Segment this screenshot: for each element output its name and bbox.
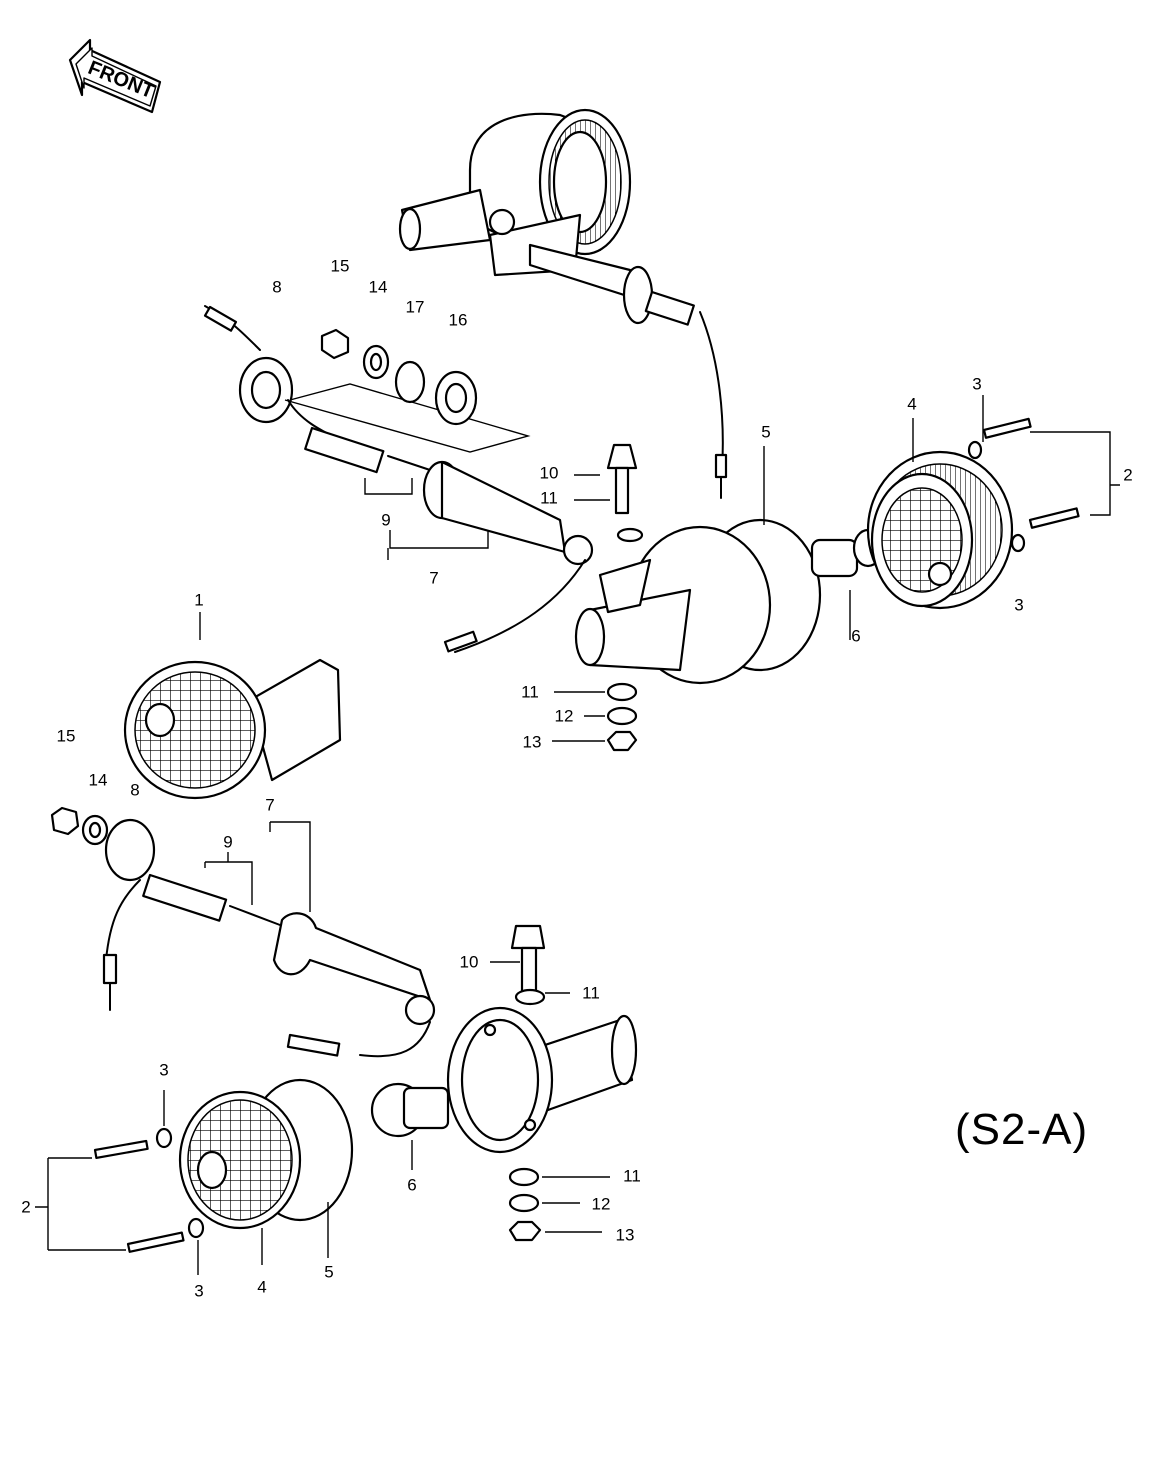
lower-bolt [490,924,570,1006]
callout-6: 6 [407,1175,417,1195]
callout-13: 13 [522,732,542,752]
callout-2: 2 [1123,465,1133,485]
callout-12: 12 [591,1194,611,1214]
callout-7: 7 [265,795,275,815]
callout-10: 10 [459,952,479,972]
top-stem [203,305,594,653]
callout-5: 5 [761,422,771,442]
callout-4: 4 [907,394,917,414]
upper-lens [866,418,1014,610]
callout-17: 17 [405,297,425,317]
upper-housing [574,446,822,685]
lower-washers [508,1167,610,1242]
callout-8: 8 [130,780,140,800]
lower-bulb [370,1082,450,1170]
front-arrow: FRONT [68,38,162,114]
callout-3: 3 [972,374,982,394]
upper-brackets [364,395,1120,560]
diagram-code-label: (S2-A) [955,1105,1089,1154]
lower-housing [446,1006,638,1154]
callout-9: 9 [223,832,233,852]
callout-9: 9 [381,510,391,530]
lower-screws [35,1090,205,1275]
callout-11: 11 [521,682,539,702]
callout-12: 12 [554,706,574,726]
upper-washers [552,682,638,752]
lower-lens [178,1078,354,1265]
upper-screws [967,417,1080,553]
callout-2: 2 [21,1197,31,1217]
callout-6: 6 [851,626,861,646]
lower-lamp-housing [123,612,342,800]
lower-stem [50,806,436,1058]
callout-14: 14 [368,277,388,297]
callout-7: 7 [429,568,439,588]
callout-14: 14 [88,770,108,790]
callout-15: 15 [330,256,350,276]
callout-3: 3 [194,1281,204,1301]
callout-10: 10 [539,463,559,483]
callout-4: 4 [257,1277,267,1297]
callout-13: 13 [615,1225,635,1245]
callout-1: 1 [194,590,204,610]
callout-5: 5 [324,1262,334,1282]
callout-3: 3 [159,1060,169,1080]
callout-3: 3 [1014,595,1024,615]
callout-16: 16 [448,310,468,330]
callout-11: 11 [582,983,600,1003]
callout-11: 11 [623,1166,641,1186]
callout-15: 15 [56,726,76,746]
callout-8: 8 [272,277,282,297]
callout-11: 11 [540,488,558,508]
top-lamp-housing [398,108,728,499]
upper-bolt [574,443,644,543]
